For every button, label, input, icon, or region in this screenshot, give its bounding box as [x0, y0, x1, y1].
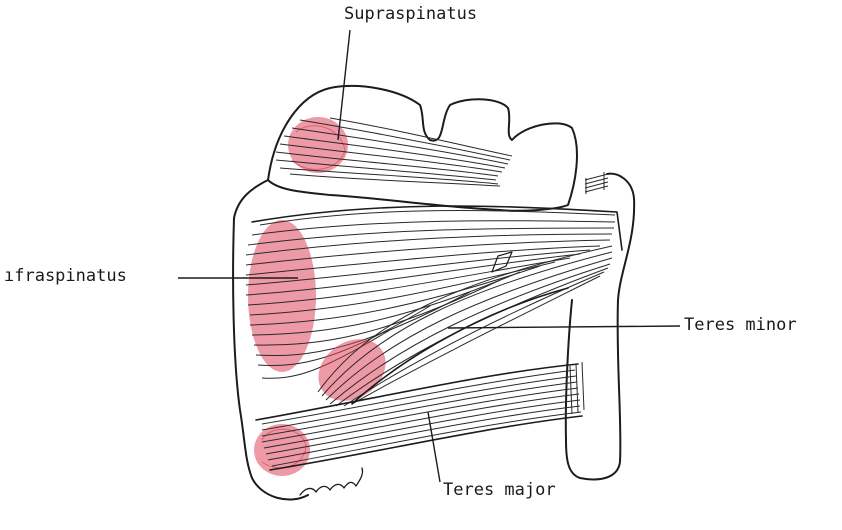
- teres-major-label: Teres major: [443, 482, 556, 499]
- supraspinatus-label: Supraspinatus: [344, 6, 477, 23]
- tendon-notch: [492, 252, 512, 272]
- teres-major-upper-border: [256, 364, 578, 420]
- infraspinatus-origin: [248, 220, 316, 372]
- teres-minor-label: Teres minor: [684, 317, 797, 334]
- supraspinatus-tendon: [585, 172, 608, 194]
- infraspinatus-label: ıfraspinatus: [4, 268, 127, 285]
- teres-minor-leader: [448, 326, 680, 328]
- artist-signature: [300, 468, 363, 495]
